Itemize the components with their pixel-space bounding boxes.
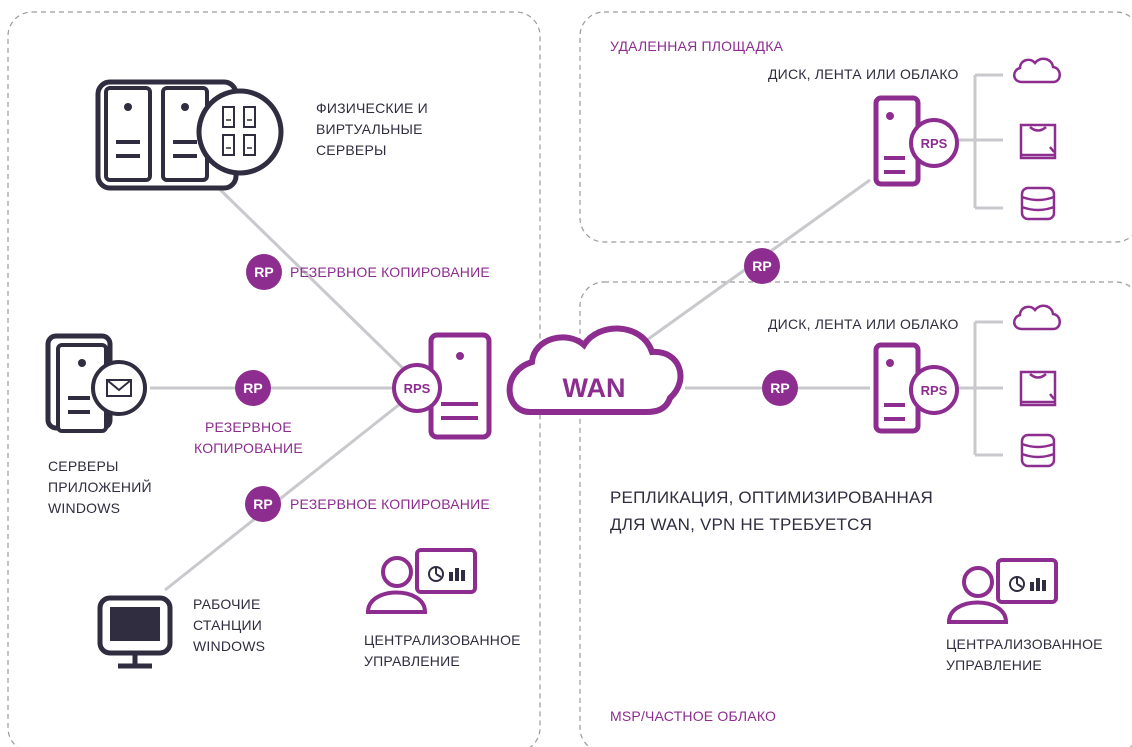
mgmt-right-label: ЦЕНТРАЛИЗОВАННОЕ УПРАВЛЕНИЕ [946,634,1103,676]
physical-virtual-servers-node [95,79,284,191]
msp-cloud-title: MSP/ЧАСТНОЕ ОБЛАКО [610,708,777,724]
monitor-icon [97,595,173,669]
user-icon [365,556,428,614]
app-servers-label-line: WINDOWS [48,500,121,516]
rp-badge-top: RP [254,264,273,280]
rps-label-msp: RPS [921,383,948,398]
virtual-machines-icon [196,88,284,176]
user-icon-2 [946,566,1009,624]
mgmt-left-label: ЦЕНТРАЛИЗОВАННОЕ УПРАВЛЕНИЕ [364,630,521,672]
remote-site-title: УДАЛЕННАЯ ПЛОЩАДКА [610,38,784,54]
tape-icon [1019,123,1057,160]
backup-bottom-label: РЕЗЕРВНОЕ КОПИРОВАНИЕ [290,496,490,512]
central-rps-server [392,332,492,440]
dashboard-icon-2 [996,558,1058,604]
management-left [365,548,477,614]
link-servers-rps [198,168,417,382]
backup-mid-label-line: КОПИРОВАНИЕ [194,440,303,456]
rps-label-remote: RPS [921,136,948,151]
servers-label-line: СЕРВЕРЫ [316,142,387,158]
servers-label-line: ФИЗИЧЕСКИЕ И [316,100,428,116]
connection-lines [150,73,1003,592]
database-icon-2 [1020,433,1056,468]
app-servers-node [45,333,147,433]
dashboard-icon [415,548,477,594]
msp-cloud-region [579,281,1132,747]
cloud-icon-2 [1013,304,1061,331]
remote-rps-server [873,95,959,187]
workstations-label-line: WINDOWS [193,638,266,654]
servers-label: ФИЗИЧЕСКИЕ И ВИРТУАЛЬНЫЕ СЕРВЕРЫ [316,98,428,161]
app-servers-label-line: СЕРВЕРЫ [48,458,119,474]
app-servers-label: СЕРВЕРЫ ПРИЛОЖЕНИЙ WINDOWS [48,456,152,519]
servers-label-line: ВИРТУАЛЬНЫЕ [316,121,423,137]
backup-top-label: РЕЗЕРВНОЕ КОПИРОВАНИЕ [290,264,490,280]
remote-site-region [579,11,1132,243]
mgmt-right-label-line: ЦЕНТРАЛИЗОВАННОЕ [946,636,1103,652]
msp-rps-server [873,342,959,434]
storage-bottom-label: ДИСК, ЛЕНТА ИЛИ ОБЛАКО [768,316,959,332]
backup-mid-label-line: РЕЗЕРВНОЕ [204,419,292,435]
workstations-label-line: РАБОЧИЕ [193,596,261,612]
replication-label-line: РЕПЛИКАЦИЯ, ОПТИМИЗИРОВАННАЯ [610,488,934,507]
tape-icon-2 [1019,370,1057,407]
mgmt-right-label-line: УПРАВЛЕНИЕ [946,657,1042,673]
mgmt-left-label-line: УПРАВЛЕНИЕ [364,653,460,669]
rps-label-central: RPS [404,381,431,396]
wan-label: WAN [563,373,626,403]
rp-badge-msp: RP [770,380,789,396]
management-right [946,558,1058,624]
wan-cloud [506,325,684,415]
database-icon [1020,186,1056,221]
cloud-icon [1013,57,1061,84]
replication-label-line: ДЛЯ WAN, VPN НЕ ТРЕБУЕТСЯ [610,515,873,534]
rp-badge-bottom: RP [253,496,272,512]
replication-label: РЕПЛИКАЦИЯ, ОПТИМИЗИРОВАННАЯ ДЛЯ WAN, VP… [610,484,933,538]
app-servers-label-line: ПРИЛОЖЕНИЙ [48,479,152,495]
workstations-label-line: СТАНЦИИ [193,617,263,633]
rp-badge-remote: RP [752,258,771,274]
backup-mid-label: РЕЗЕРВНОЕ КОПИРОВАНИЕ [194,417,303,459]
server-icon [104,86,152,182]
workstations-label: РАБОЧИЕ СТАНЦИИ WINDOWS [193,594,265,657]
mail-icon [91,360,147,416]
mgmt-left-label-line: ЦЕНТРАЛИЗОВАННОЕ [364,632,521,648]
link-workstation-rps [164,390,416,592]
rp-badge-mid: RP [243,380,262,396]
storage-top-label: ДИСК, ЛЕНТА ИЛИ ОБЛАКО [768,66,959,82]
